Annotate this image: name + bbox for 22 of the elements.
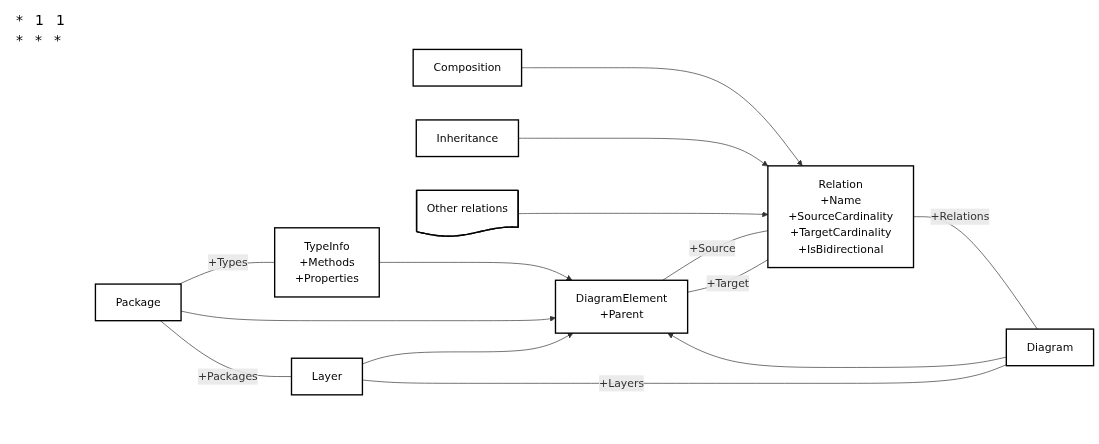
edge-label: +Layers bbox=[599, 376, 645, 390]
multiplicity-label: * bbox=[35, 32, 42, 48]
multiplicity-label: 1 bbox=[35, 12, 44, 28]
node-box: DiagramElement +Parent bbox=[554, 279, 689, 334]
node-box: Composition bbox=[412, 48, 523, 87]
multiplicity-label: * bbox=[16, 32, 23, 48]
node-box: TypeInfo +Methods +Properties bbox=[274, 227, 380, 298]
multiplicity-label: 1 bbox=[55, 12, 65, 28]
edge-label: +Target bbox=[706, 276, 750, 290]
node-box: Package bbox=[94, 283, 182, 322]
node-box: Diagram bbox=[1005, 328, 1095, 367]
node-box: Relation +Name +SourceCardinality +TargetCardinality +IsBidirectional bbox=[767, 165, 915, 269]
multiplicity-label: * bbox=[16, 12, 23, 28]
edge-label: +Packages bbox=[198, 369, 258, 383]
edge-label: +Source bbox=[689, 241, 736, 255]
multiplicity-label: * bbox=[54, 32, 61, 48]
connector bbox=[362, 364, 1007, 384]
edge-label: +Types bbox=[208, 255, 248, 269]
node-box: Layer bbox=[290, 357, 364, 396]
node-box: Inheritance bbox=[415, 119, 520, 158]
edge-label: +Relations bbox=[930, 209, 990, 223]
connector bbox=[913, 216, 1038, 330]
